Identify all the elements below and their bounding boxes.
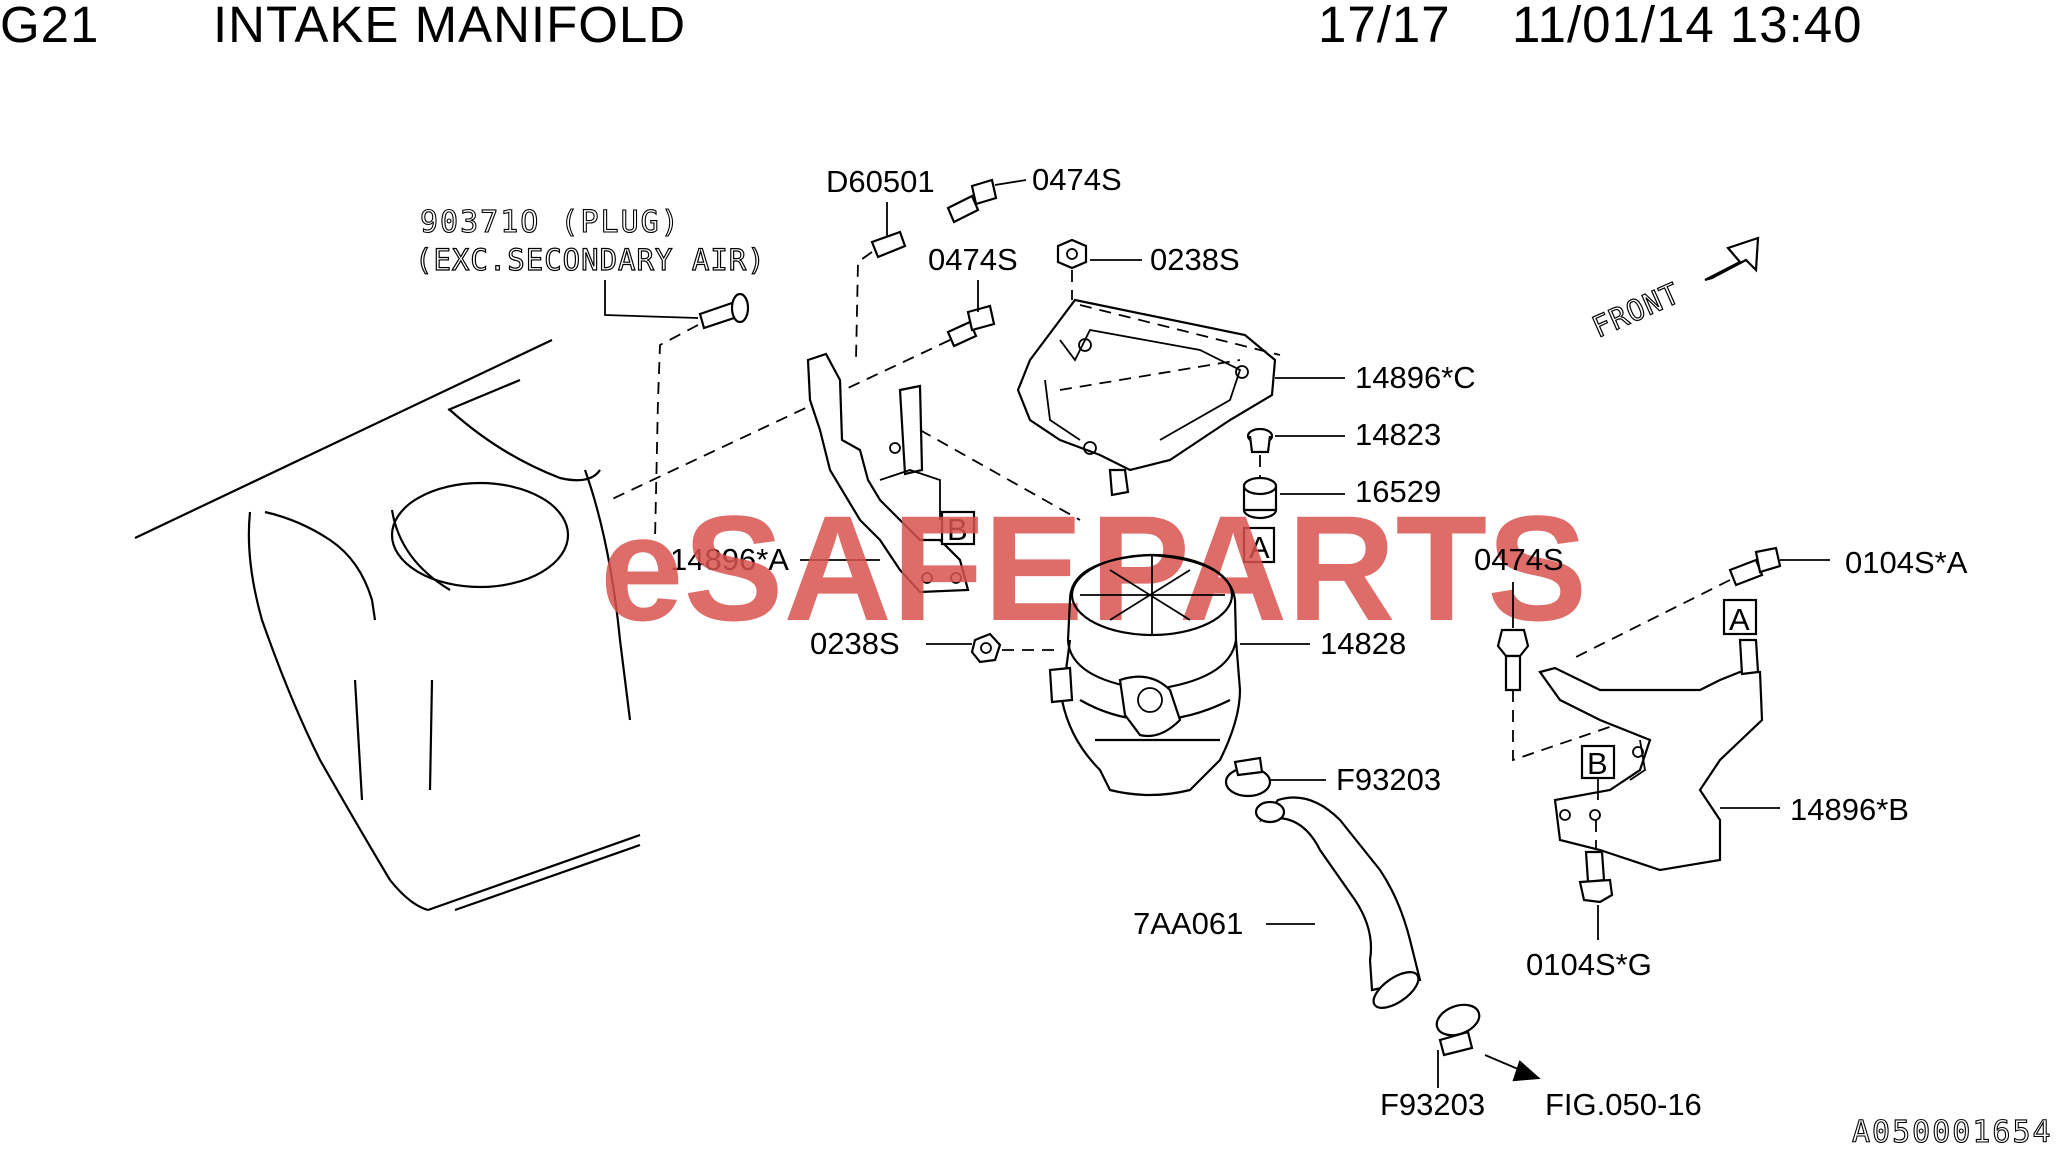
svg-text:A: A [1729,602,1750,637]
p16529-label: 16529 [1355,474,1441,509]
bolt-0474s-top [946,178,998,224]
air-pump-14828 [1048,553,1242,797]
bolt-0104sg [1578,850,1614,904]
nut-top-label: 0238S [1150,242,1240,277]
bracket-14896a [806,352,970,594]
nut-left-label: 0238S [810,626,900,661]
bracket-b-label: 14896*B [1790,792,1909,827]
fig-reference-arrow-icon [1484,1054,1541,1082]
ref-box-a-center: A [1242,526,1276,565]
svg-text:FRONT: FRONT [1587,276,1685,345]
svg-text:PARTS: PARTS [1090,484,1587,652]
bracket-c-label: 14896*C [1355,360,1476,395]
pin-d60501 [870,230,907,259]
svg-text:A: A [1249,530,1270,565]
grommet-16529 [1242,476,1278,520]
diagram-code: G21 [0,0,99,53]
nut-0238s-top [1056,238,1088,270]
svg-text:eSAFE: eSAFE [600,484,1083,652]
clamp-top-label: F93203 [1336,762,1441,797]
print-datetime: 11/01/14 13:40 [1512,0,1863,53]
bolt-right-label: 0474S [1474,542,1564,577]
p14823-label: 14823 [1355,417,1441,452]
hose-7aa061 [1254,796,1422,1009]
front-arrow-icon: FRONT [1586,236,1760,345]
diagram-id: A050001654 [1852,1115,2053,1149]
part-14823 [1246,427,1274,454]
clamp-bottom-label: F93203 [1380,1087,1485,1122]
ref-box-b-left: B [940,510,976,547]
bracket-14896c [1016,298,1277,497]
plug-part-label: 90371O (PLUG) [420,205,681,240]
svg-text:B: B [1587,746,1608,781]
ref-box-b-right: B [1580,744,1616,781]
watermark: eSAFE PARTS [600,484,1587,652]
bolt-0104a-label: 0104S*A [1845,545,1968,580]
intake-manifold-outline [134,339,641,912]
diagram-title: INTAKE MANIFOLD [213,0,686,53]
nut-0238s-left [970,632,1002,664]
svg-text:B: B [947,512,968,547]
clamp-f93203-top [1224,756,1272,798]
hose-label: 7AA061 [1133,906,1243,941]
bolt-0104sa [1728,546,1782,587]
bolt-0104g-label: 0104S*G [1526,947,1652,982]
plug-note-label: (EXC.SECONDARY AIR) [415,243,766,277]
d60501-label: D60501 [826,164,935,199]
pump-label: 14828 [1320,626,1406,661]
clamp-f93203-bottom [1435,1003,1481,1057]
bolt-top-label: 0474S [1032,162,1122,197]
fig-ref-label: FIG.050-16 [1545,1087,1702,1122]
bolt-0474s-right [1496,628,1530,692]
plug-90371 [698,292,750,330]
bracket-14896b [1538,638,1764,872]
page-number: 17/17 [1318,0,1451,53]
bolt-0474s-mid [946,304,996,348]
bracket-a-label: 14896*A [670,542,789,577]
bolt-mid-label: 0474S [928,242,1018,277]
ref-box-a-right: A [1722,598,1758,637]
